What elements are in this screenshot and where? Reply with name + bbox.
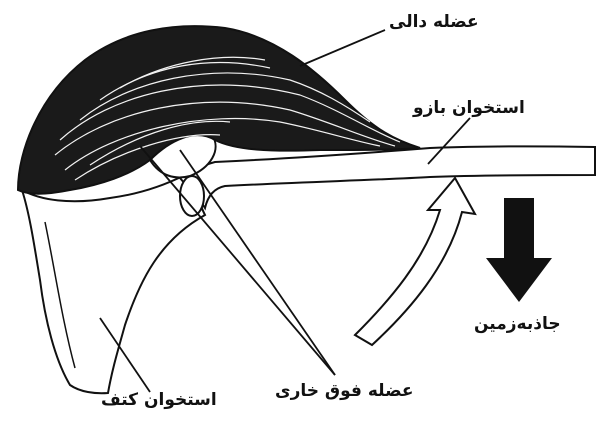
label-supraspinatus-muscle: عضله فوق خاری: [275, 383, 413, 400]
label-scapula-bone: استخوان کتف: [101, 392, 217, 409]
leader-deltoid: [300, 30, 385, 66]
curved-up-arrow-icon: [355, 178, 475, 345]
label-deltoid-muscle: عضله دالی: [389, 14, 479, 31]
scapula-bone-shape: [22, 175, 205, 393]
label-gravity: جاذبه‌زمین: [474, 316, 561, 333]
down-arrow-icon: [486, 198, 552, 302]
label-humerus-bone: استخوان بازو: [413, 100, 525, 117]
